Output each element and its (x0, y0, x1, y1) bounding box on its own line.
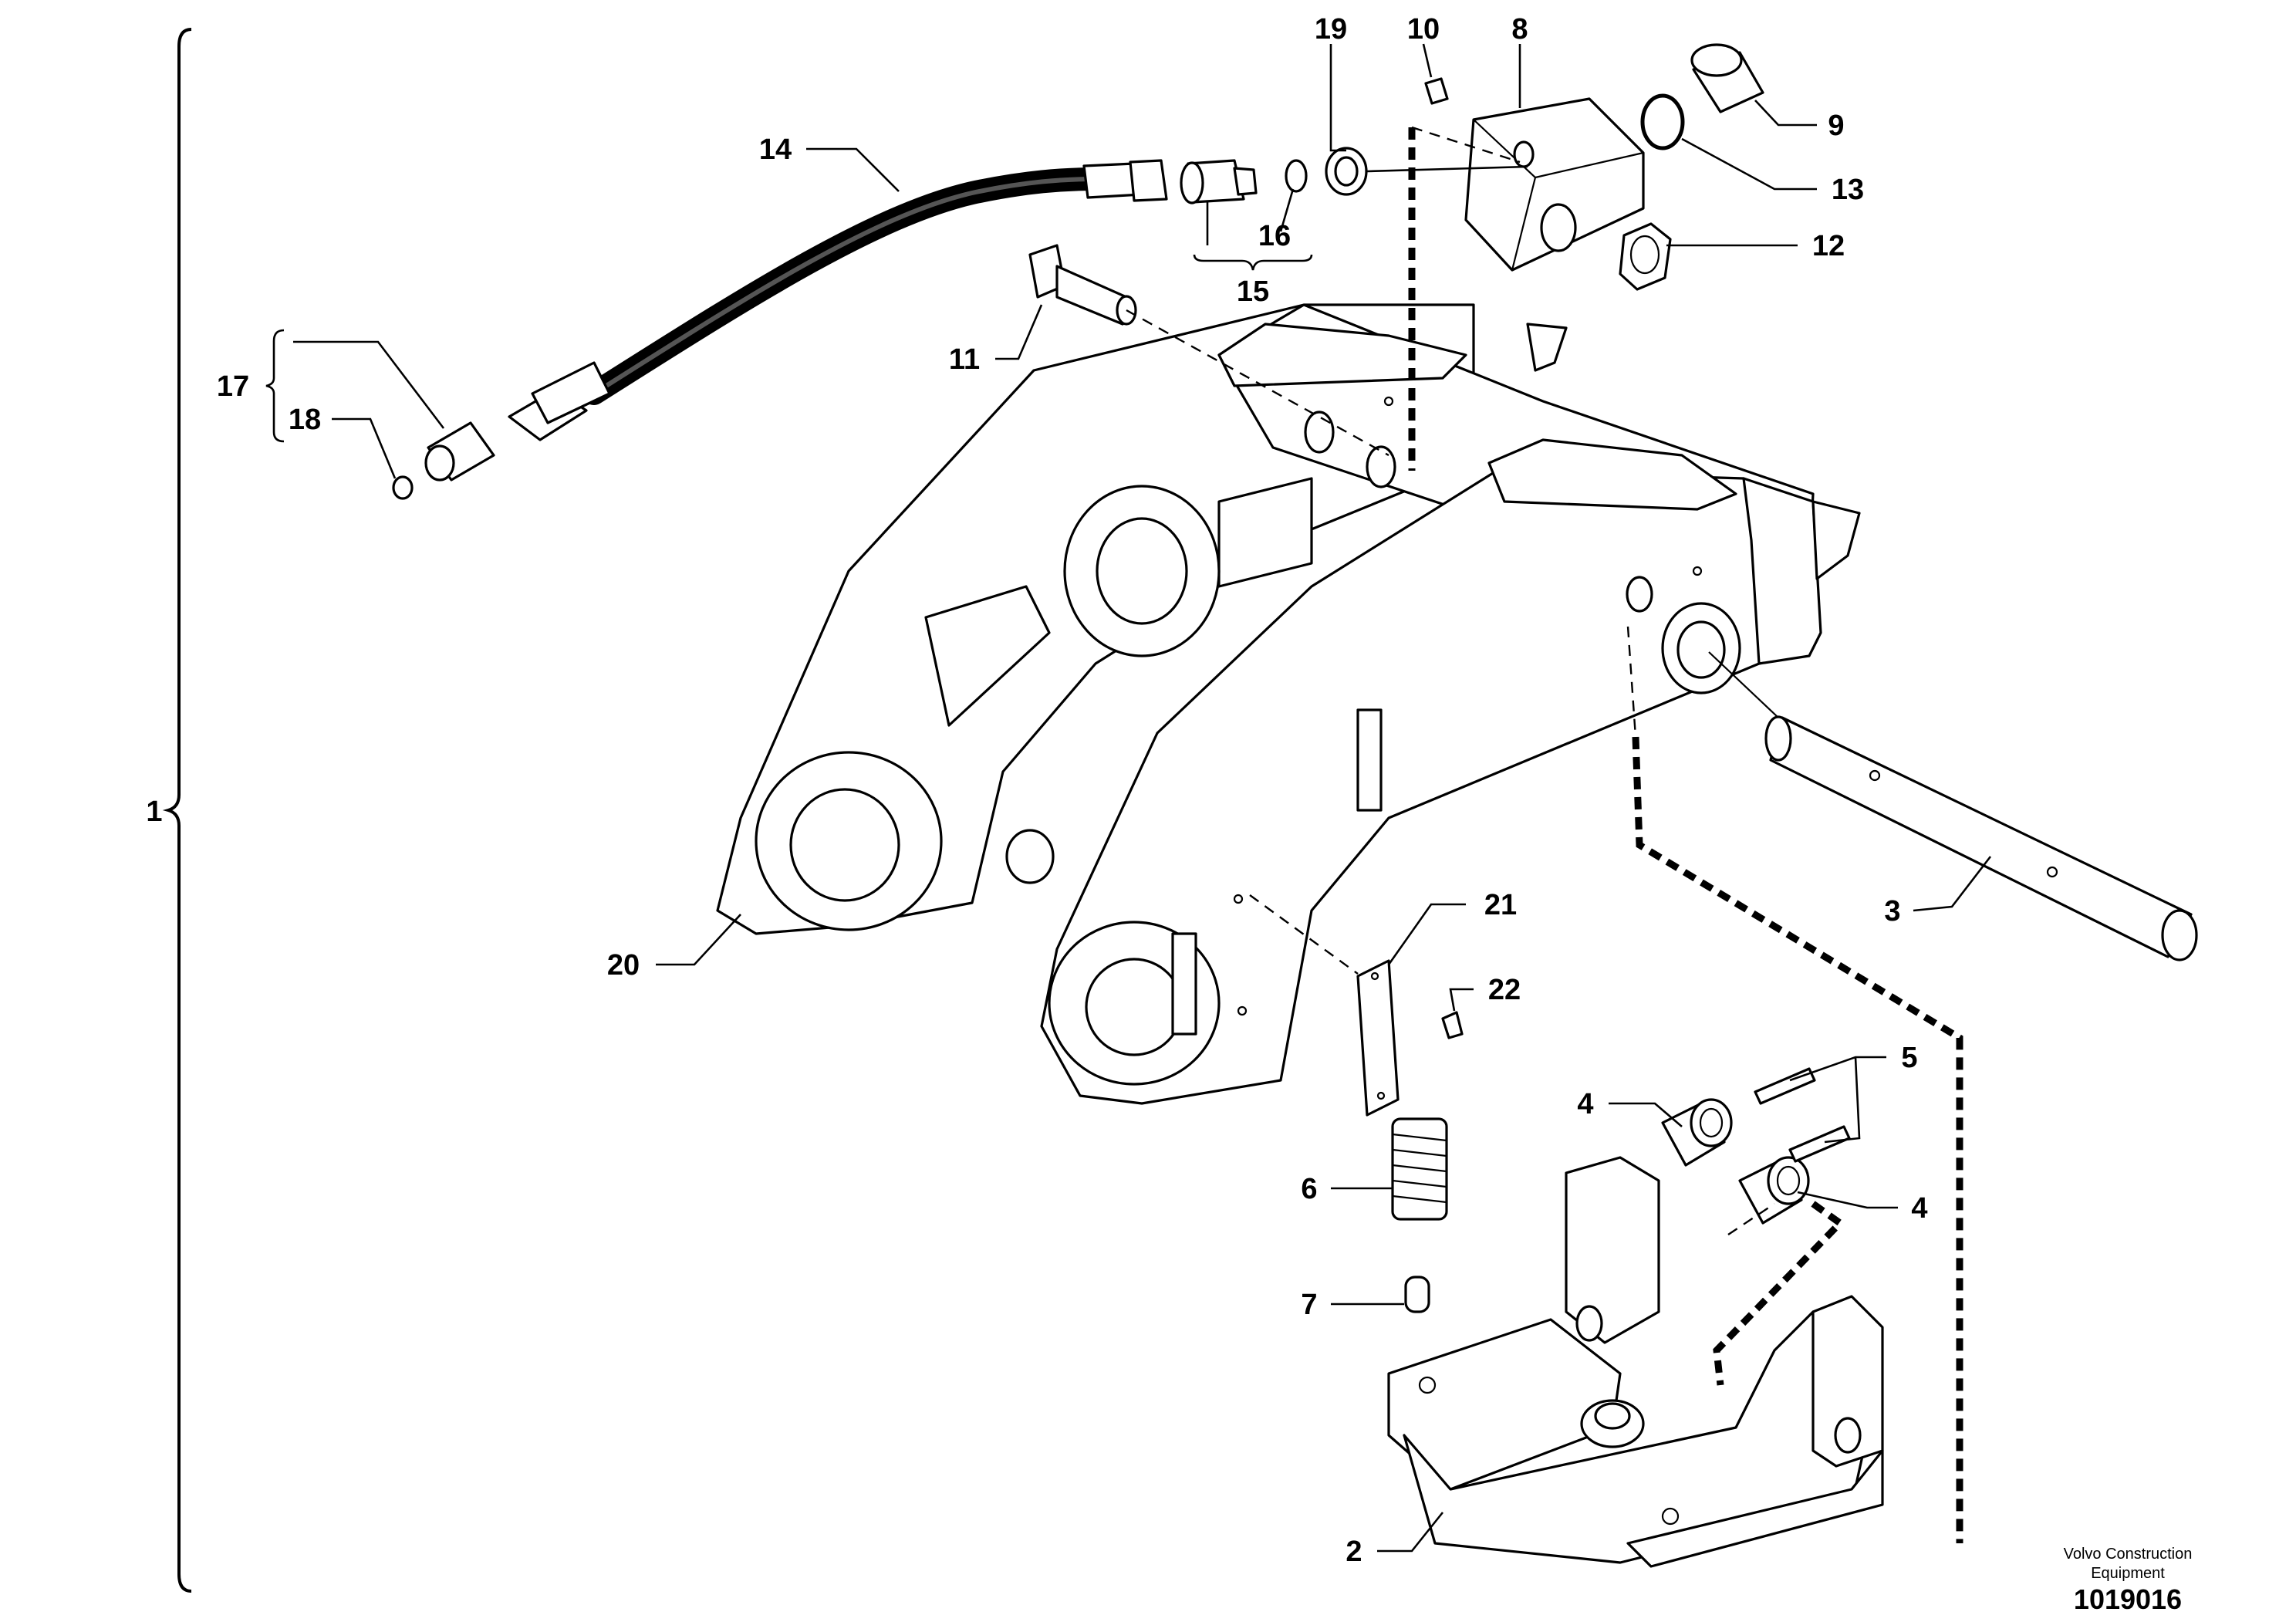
adapter-17 (392, 421, 495, 500)
callout-19: 19 (1315, 13, 1347, 46)
hydraulic-hose (508, 159, 1168, 441)
roll-pins-5 (1754, 1067, 1851, 1163)
callout-labels: 1 2 3 4 4 5 6 7 8 9 10 11 12 13 14 15 16… (146, 13, 1927, 1568)
bolt-11 (1028, 244, 1389, 457)
callout-2: 2 (1346, 1536, 1362, 1568)
callout-15: 15 (1237, 275, 1269, 308)
plug-9 (1690, 43, 1764, 113)
callout-20: 20 (607, 949, 640, 982)
callout-3: 3 (1884, 895, 1900, 928)
callout-12: 12 (1812, 230, 1845, 262)
callout-18: 18 (289, 404, 321, 436)
callout-1: 1 (146, 796, 162, 828)
brand-line-2: Equipment (2091, 1565, 2165, 1582)
callout-10: 10 (1407, 13, 1440, 46)
callout-16: 16 (1258, 220, 1291, 252)
valve-block-8 (1464, 97, 1645, 272)
washer-19 (1325, 147, 1368, 196)
callout-7: 7 (1301, 1289, 1317, 1321)
locking-pin (1708, 651, 2198, 961)
callout-17: 17 (217, 370, 249, 403)
callout-22: 22 (1488, 974, 1521, 1006)
locking-jaw-2 (1387, 1156, 1884, 1568)
assembly-dashed-lines (1249, 126, 1963, 1543)
assembly-brace-1 (162, 28, 192, 1593)
leader-lines (265, 43, 1992, 1553)
footer: Volvo Construction Equipment 1019016 (2064, 1546, 2193, 1615)
adapter-assembly (1180, 159, 1308, 204)
callout-5: 5 (1901, 1042, 1917, 1074)
callout-9: 9 (1828, 110, 1844, 142)
callout-11: 11 (949, 343, 980, 376)
callout-21: 21 (1484, 889, 1517, 921)
callout-4a: 4 (1577, 1088, 1593, 1120)
bushing-4b (1738, 1156, 1810, 1225)
document-number: 1019016 (2074, 1583, 2182, 1615)
callout-6: 6 (1301, 1173, 1317, 1205)
callout-4b: 4 (1911, 1192, 1927, 1225)
callout-8: 8 (1511, 13, 1528, 46)
pin-7 (1404, 1276, 1430, 1313)
nut-12 (1619, 222, 1672, 291)
o-ring-13 (1640, 93, 1685, 150)
callout-13: 13 (1832, 174, 1864, 206)
brand-line-1: Volvo Construction (2064, 1546, 2193, 1563)
lock-plate-21 (1356, 959, 1464, 1117)
callout-14: 14 (759, 133, 792, 166)
spring-6 (1391, 1117, 1448, 1221)
quick-coupler-frame (716, 303, 1861, 1105)
bushing-4a (1661, 1098, 1733, 1167)
set-screw-10 (1424, 77, 1449, 105)
